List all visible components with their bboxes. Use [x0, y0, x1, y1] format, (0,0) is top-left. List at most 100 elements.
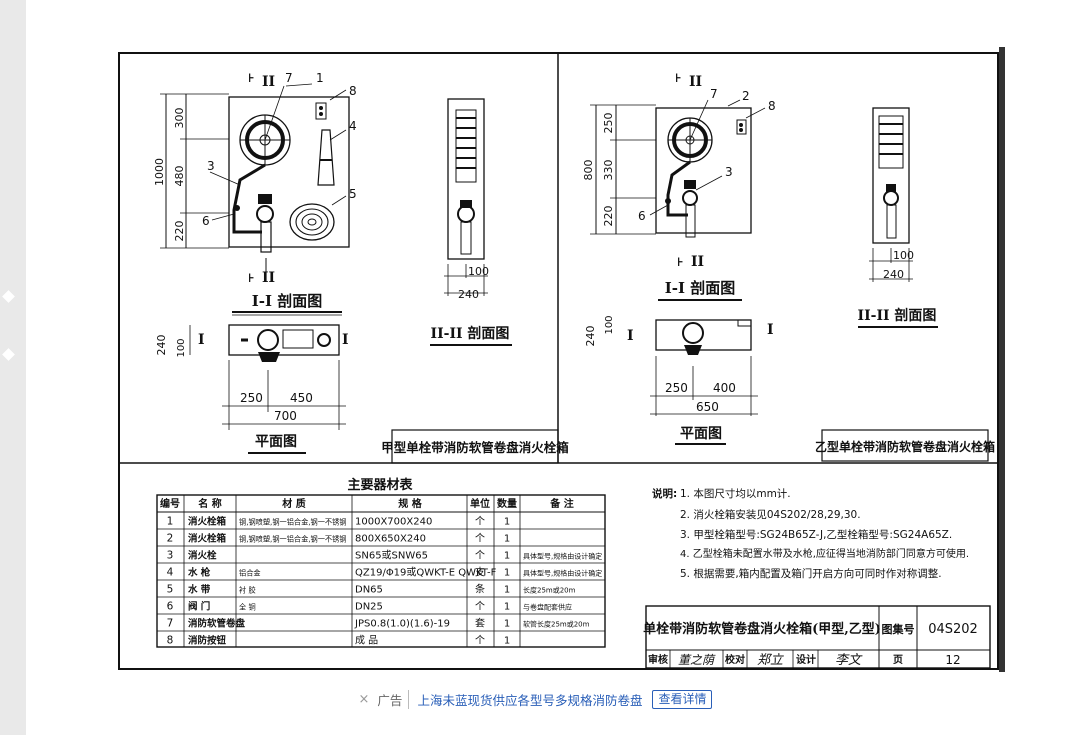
- th-unit: 单位: [470, 497, 490, 510]
- left-plan-view: I I 240 100 250 450 700: [155, 324, 349, 430]
- right-side-title: II-II 剖面图: [858, 307, 937, 324]
- note-5: 5. 根据需要,箱内配置及箱门开启方向可同时作对称调整.: [680, 567, 942, 580]
- dim-right-height-total: 800: [582, 160, 595, 181]
- left-front-dimensions: 300 480 220 1000: [153, 93, 229, 249]
- cell-material: 铝合金: [239, 569, 261, 578]
- right-section-title: I-I 剖面图: [665, 279, 735, 297]
- cell-unit: 个: [475, 550, 485, 562]
- right-plan-view: I I 240 100 250 400 650: [584, 315, 774, 416]
- equipment-table-header: 编号 名 称 材 质 规 格 单位 数量 备 注: [160, 497, 574, 510]
- cell-material: 全 铜: [239, 603, 256, 612]
- dim-left-height-total: 1000: [153, 158, 166, 186]
- cell-qty: 1: [504, 619, 510, 630]
- dim-right-h-top: 250: [602, 113, 615, 134]
- note-1: 1. 本图尺寸均以mm计.: [680, 487, 791, 500]
- callout-left-6: 6: [202, 214, 210, 228]
- section-mark-bottom-left-label: II: [262, 270, 275, 286]
- section-mark-top-left-label: II: [262, 74, 275, 90]
- callout-right-7: 7: [710, 87, 718, 101]
- dim-right-plan-small: 100: [604, 315, 615, 334]
- left-side-view: 100 240: [444, 98, 489, 301]
- page-paper: [26, 0, 1071, 735]
- equipment-table-body: 1 消火栓箱 钢,钢喷塑,钢一铝合金,钢一不锈钢 1000X700X240 个 1 2 消火栓…: [167, 516, 603, 647]
- cell-spec: DN25: [355, 602, 383, 613]
- left-caption: 甲型单栓带消防软管卷盘消火栓箱: [381, 440, 569, 455]
- cell-name: 阀 门: [188, 601, 210, 613]
- callout-right-6: 6: [638, 209, 646, 223]
- ad-close-icon[interactable]: ×: [358, 691, 370, 707]
- cell-no: 7: [167, 618, 174, 630]
- section-mark-i-right-plan-l: I: [627, 328, 634, 344]
- cell-qty: 1: [504, 551, 510, 562]
- equipment-table-title: 主要器材表: [347, 477, 413, 493]
- dim-left-plan-depth: 240: [155, 335, 168, 356]
- cell-material: 衬 胶: [239, 586, 256, 595]
- title-block-page-label: 页: [893, 654, 903, 666]
- cell-name: 消防软管卷盘: [188, 618, 246, 630]
- dim-right-h-mid: 330: [602, 160, 615, 181]
- note-3: 3. 甲型栓箱型号:SG24B65Z-J,乙型栓箱型号:SG24A65Z.: [680, 528, 952, 541]
- dim-left-h-bot: 220: [173, 221, 186, 242]
- th-qty: 数量: [497, 497, 517, 510]
- dim-left-plan-total: 700: [274, 409, 297, 423]
- cell-qty: 1: [504, 517, 510, 528]
- callout-left-7: 7: [285, 71, 293, 85]
- title-block-check-label: 校对: [725, 653, 745, 666]
- cell-no: 5: [167, 584, 174, 596]
- ad-link[interactable]: 上海未蓝现货供应各型号多规格消防卷盘: [417, 692, 643, 708]
- ad-detail-button[interactable]: 查看详情: [652, 689, 713, 709]
- cell-remark: 软管长度25m或20m: [523, 620, 590, 629]
- cell-qty: 1: [504, 585, 510, 596]
- title-block: 单栓带消防软管卷盘消火栓箱(甲型,乙型) 图集号 04S202 审核 董之荫 校…: [643, 605, 991, 669]
- left-section-title: I-I 剖面图: [252, 292, 322, 310]
- cell-no: 4: [167, 567, 174, 579]
- right-front-dimensions: 250 330 220 800: [582, 104, 656, 235]
- cell-material: 钢,钢喷塑,钢一铝合金,钢一不锈钢: [239, 518, 346, 527]
- title-block-review-signature: 董之荫: [678, 653, 716, 667]
- cell-spec: SN65或SNW65: [355, 550, 428, 562]
- cell-qty: 1: [504, 636, 510, 647]
- cell-name: 消防按钮: [188, 635, 227, 647]
- callout-right-2: 2: [742, 89, 750, 103]
- cell-unit: 条: [475, 583, 485, 596]
- th-name: 名 称: [198, 497, 221, 510]
- callout-left-8: 8: [349, 84, 357, 98]
- cell-no: 8: [167, 635, 174, 647]
- th-spec: 规 格: [398, 497, 422, 510]
- cell-name: 水 枪: [188, 567, 211, 579]
- note-4: 4. 乙型栓箱未配置水带及水枪,应征得当地消防部门同意方可使用.: [680, 547, 969, 560]
- callout-right-3: 3: [725, 165, 733, 179]
- section-mark-top-right-label: II: [689, 74, 702, 90]
- left-caption-box: [391, 429, 559, 464]
- right-caption-box: [821, 429, 989, 462]
- note-2: 2. 消火栓箱安装见04S202/28,29,30.: [680, 508, 861, 521]
- equipment-table: 编号 名 称 材 质 规 格 单位 数量 备 注 1 消火栓箱 钢,钢喷塑,钢一铝合…: [156, 494, 606, 648]
- title-block-atlas-no: 04S202: [928, 622, 978, 637]
- left-callouts: ⊦ II ⊦ II 1 7 8 4 3 6 5: [202, 71, 357, 286]
- notes-label: 说明:: [652, 487, 677, 500]
- dim-right-plan-depth: 240: [584, 326, 597, 347]
- cell-remark: 具体型号,规格由设计确定: [523, 569, 602, 578]
- cell-remark: 与卷盘配套供应: [523, 603, 572, 612]
- dim-right-side-width: 240: [883, 268, 904, 281]
- cell-qty: 1: [504, 602, 510, 613]
- right-caption: 乙型单栓带消防软管卷盘消火栓箱: [815, 439, 995, 454]
- dim-left-h-top: 300: [173, 108, 186, 129]
- title-block-page-no: 12: [945, 653, 960, 667]
- drawing-sheet: 300 480 220 1000 ⊦ II ⊦ II 1 7 8 4 3 6 5…: [118, 47, 1005, 672]
- cell-name: 消火栓箱: [188, 533, 227, 545]
- left-gutter: [0, 0, 26, 735]
- section-mark-bottom-right-label: II: [691, 254, 704, 270]
- cell-no: 2: [167, 533, 174, 545]
- cell-qty: 1: [504, 568, 510, 579]
- title-block-design-label: 设计: [796, 653, 816, 666]
- cell-name: 消火栓箱: [188, 516, 227, 528]
- dim-left-plan-small: 100: [176, 338, 187, 357]
- cell-spec: 1000X700X240: [355, 517, 432, 528]
